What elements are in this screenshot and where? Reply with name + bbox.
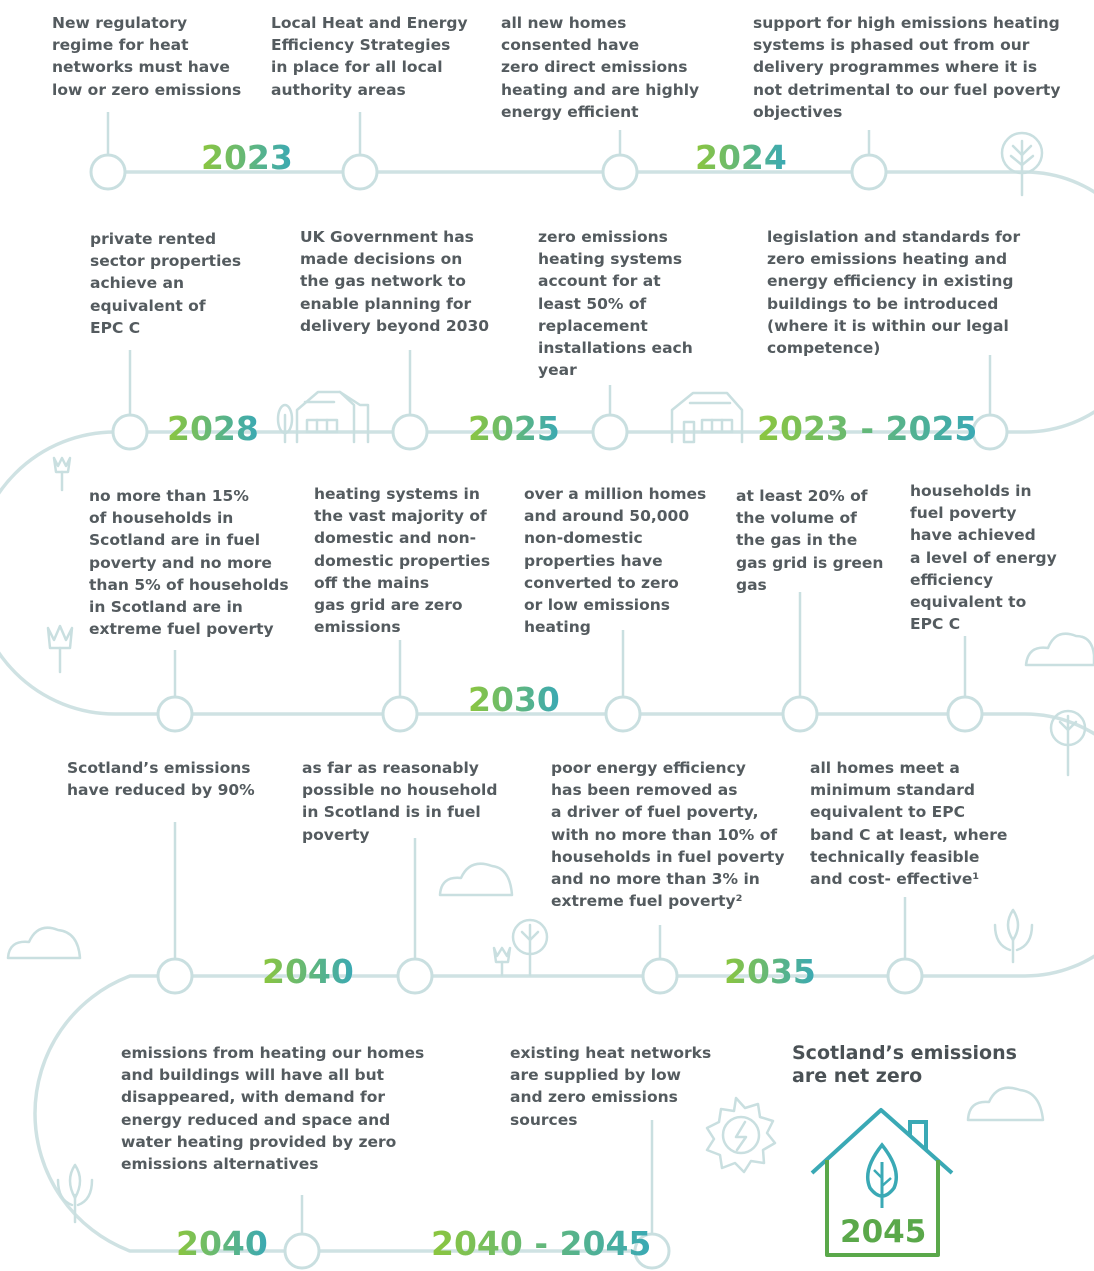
- milestone-net-zero: Scotland’s emissions are net zero: [792, 1042, 1017, 1087]
- milestone-lhees: Local Heat and Energy Efficiency Strateg…: [271, 14, 468, 99]
- node-2040-heating: [283, 1232, 321, 1270]
- year-2045: 2045: [840, 1214, 927, 1250]
- milestone-energy-efficiency: poor energy efficiency has been removed …: [551, 759, 785, 911]
- milestone-regulatory-regime: New regulatory regime for heat networks …: [52, 14, 242, 99]
- node-2030-fuel-poverty: [156, 695, 194, 733]
- node-2030-off-grid: [381, 695, 419, 733]
- node-2040-emissions-90: [156, 957, 194, 995]
- cloud-icon-bottom-right: [966, 1086, 1045, 1122]
- node-2040-2045-heat-networks: [633, 1232, 671, 1270]
- milestone-emissions-90: Scotland’s emissions have reduced by 90%: [67, 759, 255, 800]
- year-2023: 2023: [201, 138, 293, 177]
- milestone-legislation: legislation and standards for zero emiss…: [767, 228, 1021, 358]
- plant-icon-bottom: [56, 1163, 94, 1224]
- node-2024-support: [850, 153, 888, 191]
- node-2023-2025-legislation: [971, 413, 1009, 451]
- tree-cluster-icon: [492, 918, 549, 977]
- node-2025-uk-gov: [391, 413, 429, 451]
- node-2030-epc-c: [946, 695, 984, 733]
- milestone-households-epc-c: households in fuel poverty have achieved…: [910, 482, 1057, 634]
- energy-sun-icon: [705, 1096, 777, 1174]
- milestone-heating-disappeared: emissions from heating our homes and bui…: [121, 1044, 425, 1174]
- node-2024-new-homes: [601, 153, 639, 191]
- milestone-no-fuel-poverty: as far as reasonably possible no househo…: [302, 759, 498, 844]
- milestone-off-grid: heating systems in the vast majority of …: [314, 485, 491, 637]
- node-2040-no-fuel-poverty: [396, 957, 434, 995]
- node-2023-regulatory: [89, 153, 127, 191]
- year-2040-row5: 2040: [176, 1224, 268, 1263]
- node-2025-replacement: [591, 413, 629, 451]
- solar-house-icon: [670, 391, 744, 444]
- node-2035-energy-efficiency: [641, 957, 679, 995]
- node-2028-prs: [111, 413, 149, 451]
- year-2040-2045: 2040 - 2045: [431, 1224, 652, 1263]
- milestone-heat-networks: existing heat networks are supplied by l…: [510, 1044, 712, 1129]
- year-2025: 2025: [468, 409, 560, 448]
- milestone-private-rented: private rented sector properties achieve…: [90, 230, 242, 337]
- year-2023-2025: 2023 - 2025: [757, 409, 978, 448]
- net-zero-house-icon: [810, 1108, 954, 1257]
- node-2023-lhees: [341, 153, 379, 191]
- milestone-new-homes: all new homes consented have zero direct…: [501, 14, 700, 121]
- year-2040-row4: 2040: [262, 952, 354, 991]
- milestone-million-homes: over a million homes and around 50,000 n…: [524, 485, 707, 637]
- milestone-fuel-poverty-15: no more than 15% of households in Scotla…: [89, 487, 289, 639]
- timeline-path: [0, 170, 1094, 1253]
- milestone-support-phased-out: support for high emissions heating syste…: [753, 14, 1061, 121]
- cloud-icon-right: [1024, 632, 1094, 667]
- tulip-icon-small: [52, 456, 72, 492]
- node-2035-epc-band-c: [886, 957, 924, 995]
- cloud-icon-center: [438, 862, 514, 897]
- milestone-green-gas: at least 20% of the volume of the gas in…: [736, 487, 884, 594]
- node-2030-million-homes: [604, 695, 642, 733]
- tree-icon: [1000, 131, 1044, 197]
- year-2030: 2030: [468, 680, 560, 719]
- tree-icon-right: [1049, 709, 1087, 777]
- cloud-icon-left: [6, 926, 82, 960]
- tulip-icon: [46, 624, 74, 674]
- house-icon: [295, 390, 370, 444]
- year-2028: 2028: [167, 409, 259, 448]
- year-2024: 2024: [695, 138, 787, 177]
- milestone-uk-gov-gas: UK Government has made decisions on the …: [300, 228, 490, 335]
- node-2030-green-gas: [781, 695, 819, 733]
- plant-icon: [993, 908, 1034, 964]
- milestone-minimum-standard: all homes meet a minimum standard equiva…: [810, 759, 1008, 889]
- year-2035: 2035: [724, 952, 816, 991]
- milestone-replacement-50: zero emissions heating systems account f…: [538, 228, 693, 380]
- small-tree-icon: [276, 403, 294, 444]
